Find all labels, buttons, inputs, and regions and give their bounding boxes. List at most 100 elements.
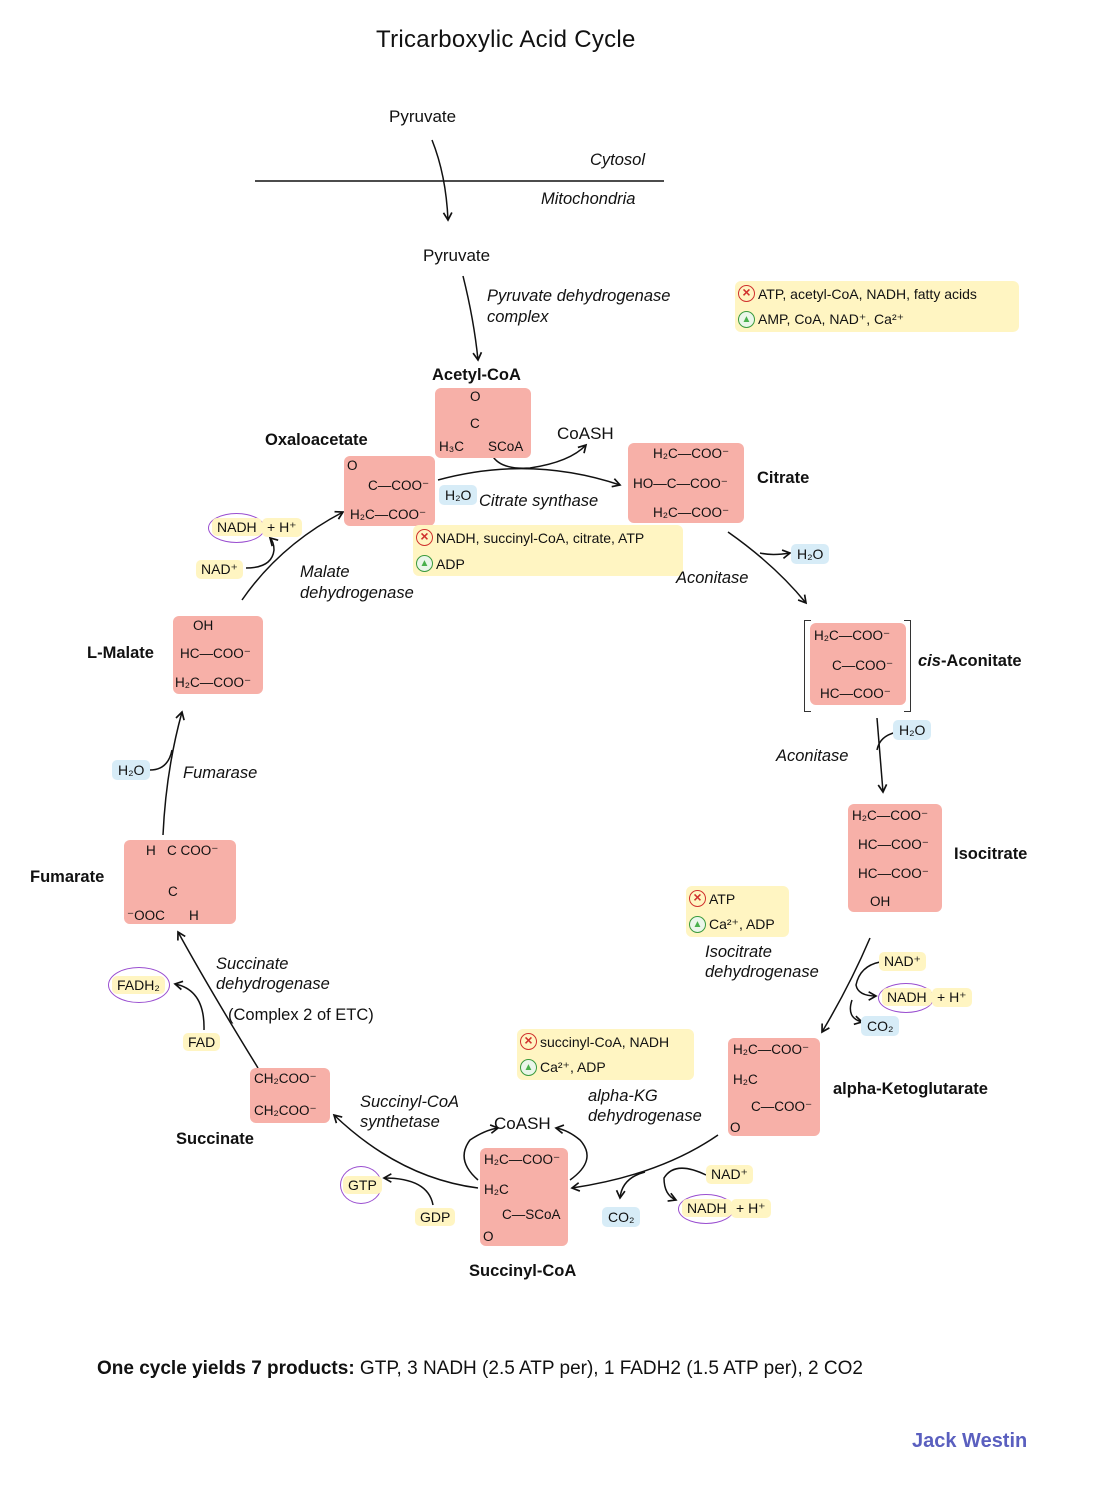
inhibitor-icon: × [520,1033,537,1050]
inhibitor-icon: × [416,529,433,546]
succinyl-coa-label: Succinyl-CoA [469,1262,577,1280]
arrow-fumarase [162,710,185,836]
arrow-coash-loop-right [554,1124,588,1181]
arrow-aconitase-2 [876,717,888,794]
fum-ooc: ⁻OOC [127,908,165,923]
mdh-label-line2: dehydrogenase [300,584,414,602]
arrow-mdh-nad [245,536,279,569]
cs-activator-row: ▲ADP [416,555,465,572]
cisacon-l2: C—COO⁻ [832,658,894,673]
arrow-sdh-fad [173,980,205,1031]
acetyl-coa-structure [435,388,531,458]
mdh-h-plus: + H⁺ [262,518,302,537]
succoa-l2: H₂C [484,1182,509,1197]
mdh-nad: NAD⁺ [196,560,243,579]
pyruvate-cytosol-label: Pyruvate [389,107,457,126]
activator-icon: ▲ [520,1059,537,1076]
fum-c-coo: C COO⁻ [167,843,219,858]
h2o-fumarase: H₂O [112,760,151,780]
citrate-synthase-label: Citrate synthase [479,492,599,510]
bracket-right [904,620,911,712]
fumarate-structure [124,840,236,924]
activator-icon: ▲ [689,916,706,933]
inhibitor-icon: × [689,890,706,907]
cs-activators: ADP [436,555,465,572]
succoa-l1: H₂C—COO⁻ [484,1152,561,1167]
fadh2-label: FADH₂ [112,976,165,994]
akg-structure [728,1038,820,1136]
page-title: Tricarboxylic Acid Cycle [376,26,636,53]
arrow-idh [821,937,871,1034]
h2o-citrate-synthase: H₂O [439,485,478,505]
gdp-label: GDP [415,1208,456,1226]
fumarate-label: Fumarate [30,868,105,886]
arrow-pyruvate-transport [431,139,453,222]
mdh-label-line1: Malate [300,563,350,581]
isocit-l1: H₂C—COO⁻ [852,808,929,823]
pdh-activator-row: ▲AMP, CoA, NAD⁺, Ca²⁺ [738,311,904,328]
aconitase-1-label: Aconitase [676,569,749,587]
akgdh-inhibitor-row: ×succinyl-CoA, NADH [520,1033,669,1050]
arrow-idh-nad [855,961,881,1001]
arrow-mdh [241,510,345,601]
idh-nadh: NADH [882,988,932,1006]
akgdh-inhibitors: succinyl-CoA, NADH [540,1033,670,1050]
fad-label: FAD [183,1033,221,1051]
acetyl-coa-label: Acetyl-CoA [432,366,521,384]
oxaloacetate-structure [344,456,435,526]
succinate-label: Succinate [176,1130,254,1148]
coash-label-bottom: CoASH [494,1114,551,1133]
pdh-inhibitors: ATP, acetyl-CoA, NADH, fatty acids [758,285,977,302]
arrow-citrate-synthase [437,467,622,488]
h2o-aconitase-1: H₂O [791,544,830,564]
arrow-akgdh-co2 [615,1171,646,1200]
fum-c-bottom: C [168,884,178,899]
sdh-note: (Complex 2 of ETC) [228,1006,374,1024]
pdh-enzyme-line1: Pyruvate dehydrogenase [487,287,671,305]
isocitrate-label: Isocitrate [954,845,1028,863]
coash-label-top: CoASH [557,424,614,443]
scs-label-line1: Succinyl-CoA [360,1093,460,1111]
malate-l2: HC—COO⁻ [180,646,251,661]
idh-label-line1: Isocitrate [705,943,772,961]
arrow-scs [332,1113,479,1189]
malate-l1: OH [193,618,214,633]
arrow-idh-co2 [849,999,864,1026]
summary-rest: GTP, 3 NADH (2.5 ATP per), 1 FADH2 (1.5 … [354,1358,863,1379]
scs-label-line2: synthetase [360,1113,440,1131]
succinate-l2: CH₂COO⁻ [254,1103,317,1118]
sdh-label-line1: Succinate [216,955,289,973]
mitochondria-label: Mitochondria [541,190,636,208]
akg-label: alpha-Ketoglutarate [833,1080,988,1098]
akg-o: O [730,1120,741,1135]
akg-l2: H₂C [733,1072,758,1087]
arrow-h2o-out-1 [759,549,792,560]
brand-logo: Jack Westin [912,1430,1028,1452]
cisacon-l1: H₂C—COO⁻ [814,628,891,643]
akgdh-h-plus: + H⁺ [731,1199,771,1218]
citrate-synthase-regulators [413,525,683,576]
isocitrate-structure [848,804,942,912]
arrow-pdh [462,275,483,362]
activator-icon: ▲ [416,555,433,572]
summary-line: One cycle yields 7 products: GTP, 3 NADH… [97,1358,863,1380]
idh-co2: CO₂ [861,1016,900,1036]
h2o-aconitase-2: H₂O [893,720,932,740]
idh-activators: Ca²⁺, ADP [709,916,775,932]
l-malate-structure [173,616,263,694]
arrow-acetyl-in [491,443,588,469]
pdh-inhibitor-row: ×ATP, acetyl-CoA, NADH, fatty acids [738,285,977,302]
arrow-sdh [177,930,259,1069]
cis-aconitate-structure [810,623,906,705]
aconitase-2-label: Aconitase [776,747,849,765]
malate-l3: H₂C—COO⁻ [175,675,252,690]
arrow-akgdh [570,1134,719,1192]
acetyl-o: O [470,389,481,404]
idh-h-plus: + H⁺ [932,988,972,1007]
cs-inhibitors: NADH, succinyl-CoA, citrate, ATP [436,529,645,546]
succinyl-coa-structure [480,1148,568,1246]
akgdh-label-line1: alpha-KG [588,1087,658,1105]
isocit-l3: HC—COO⁻ [858,866,929,881]
